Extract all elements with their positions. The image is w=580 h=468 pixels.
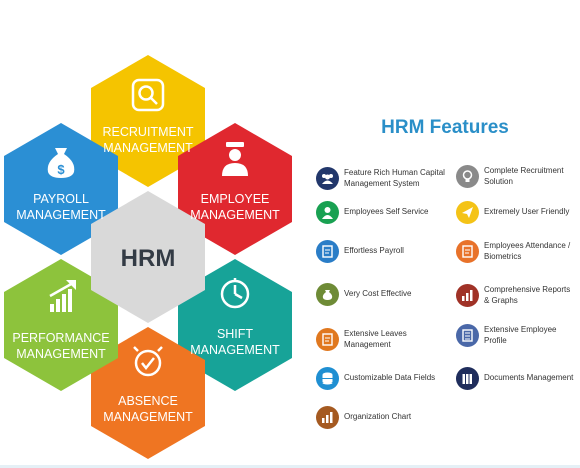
lightbulb-icon bbox=[456, 165, 479, 188]
feature-item: Feature Rich Human Capital Management Sy… bbox=[316, 167, 446, 190]
feature-item: Complete Recruitment Solution bbox=[456, 165, 576, 188]
hex-recruitment-label-1: RECRUITMENT bbox=[103, 125, 194, 139]
growth-chart-icon bbox=[49, 280, 76, 312]
paper-plane-icon bbox=[456, 201, 479, 224]
hrm-hex-diagram: $ RECRUITMENT MANAGEMENT EMPLOYEE MANAGE… bbox=[4, 55, 292, 459]
database-icon bbox=[316, 367, 339, 390]
features-title: HRM Features bbox=[381, 117, 509, 138]
feature-item: Extremely User Friendly bbox=[456, 201, 576, 224]
feature-item: Effortless Payroll bbox=[316, 240, 446, 263]
hrm-center-label: HRM bbox=[121, 245, 176, 272]
feature-label: Complete Recruitment Solution bbox=[484, 166, 564, 186]
hex-employee bbox=[178, 123, 292, 255]
list-icon bbox=[456, 324, 479, 347]
hex-shift-label-2: MANAGEMENT bbox=[190, 343, 280, 357]
hex-shift bbox=[178, 259, 292, 391]
feature-item: Very Cost Effective bbox=[316, 283, 446, 306]
feature-label: Feature Rich Human Capital Management Sy… bbox=[344, 168, 445, 188]
feature-item: Comprehensive Reports & Graphs bbox=[456, 284, 576, 307]
hex-performance bbox=[4, 259, 118, 391]
hex-payroll-label-2: MANAGEMENT bbox=[16, 208, 106, 222]
feature-label: Employees Self Service bbox=[344, 207, 429, 217]
hex-performance-label-1: PERFORMANCE bbox=[12, 331, 109, 345]
feature-label: Extremely User Friendly bbox=[484, 207, 570, 217]
money-bag-icon: $ bbox=[47, 148, 75, 178]
person-icon bbox=[222, 142, 248, 176]
document-edit-icon bbox=[316, 240, 339, 263]
bar-chart-icon bbox=[316, 406, 339, 429]
feature-item: Organization Chart bbox=[316, 406, 446, 429]
feature-label: Extensive Employee Profile bbox=[484, 325, 557, 345]
bottom-divider bbox=[0, 465, 580, 468]
magnifier-icon bbox=[131, 78, 165, 112]
hex-payroll-label-1: PAYROLL bbox=[33, 192, 89, 206]
feature-label: Comprehensive Reports & Graphs bbox=[484, 285, 571, 305]
feature-label: Extensive Leaves Management bbox=[344, 329, 407, 349]
feature-label: Very Cost Effective bbox=[344, 289, 412, 299]
feature-label: Effortless Payroll bbox=[344, 246, 404, 256]
hex-payroll bbox=[4, 123, 118, 255]
team-icon bbox=[316, 167, 339, 190]
feature-item: Employees Attendance / Biometrics bbox=[456, 240, 576, 263]
hex-performance-label-2: MANAGEMENT bbox=[16, 347, 106, 361]
document-edit-icon bbox=[456, 240, 479, 263]
alarm-check-icon bbox=[133, 346, 163, 377]
svg-text:$: $ bbox=[57, 162, 65, 177]
hex-absence bbox=[91, 327, 205, 459]
hex-employee-label-1: EMPLOYEE bbox=[201, 192, 270, 206]
hex-center bbox=[91, 191, 205, 323]
hex-recruitment-label-2: MANAGEMENT bbox=[103, 141, 193, 155]
feature-label: Customizable Data Fields bbox=[344, 373, 436, 383]
feature-label: Documents Management bbox=[484, 373, 574, 383]
books-icon bbox=[456, 367, 479, 390]
user-icon bbox=[316, 201, 339, 224]
clock-icon bbox=[220, 278, 250, 309]
document-edit-icon bbox=[316, 328, 339, 351]
hex-absence-label-1: ABSENCE bbox=[118, 394, 178, 408]
feature-label: Organization Chart bbox=[344, 412, 412, 422]
feature-item: Employees Self Service bbox=[316, 201, 446, 224]
hex-shift-label-1: SHIFT bbox=[217, 327, 253, 341]
feature-item: Documents Management bbox=[456, 367, 576, 390]
feature-item: Customizable Data Fields bbox=[316, 367, 446, 390]
feature-item: Extensive Employee Profile bbox=[456, 324, 576, 347]
money-bag-icon bbox=[316, 283, 339, 306]
feature-label: Employees Attendance / Biometrics bbox=[484, 241, 571, 261]
hex-absence-label-2: MANAGEMENT bbox=[103, 410, 193, 424]
feature-item: Extensive Leaves Management bbox=[316, 328, 446, 351]
bar-chart-icon bbox=[456, 284, 479, 307]
hex-recruitment bbox=[91, 55, 205, 187]
hex-employee-label-2: MANAGEMENT bbox=[190, 208, 280, 222]
